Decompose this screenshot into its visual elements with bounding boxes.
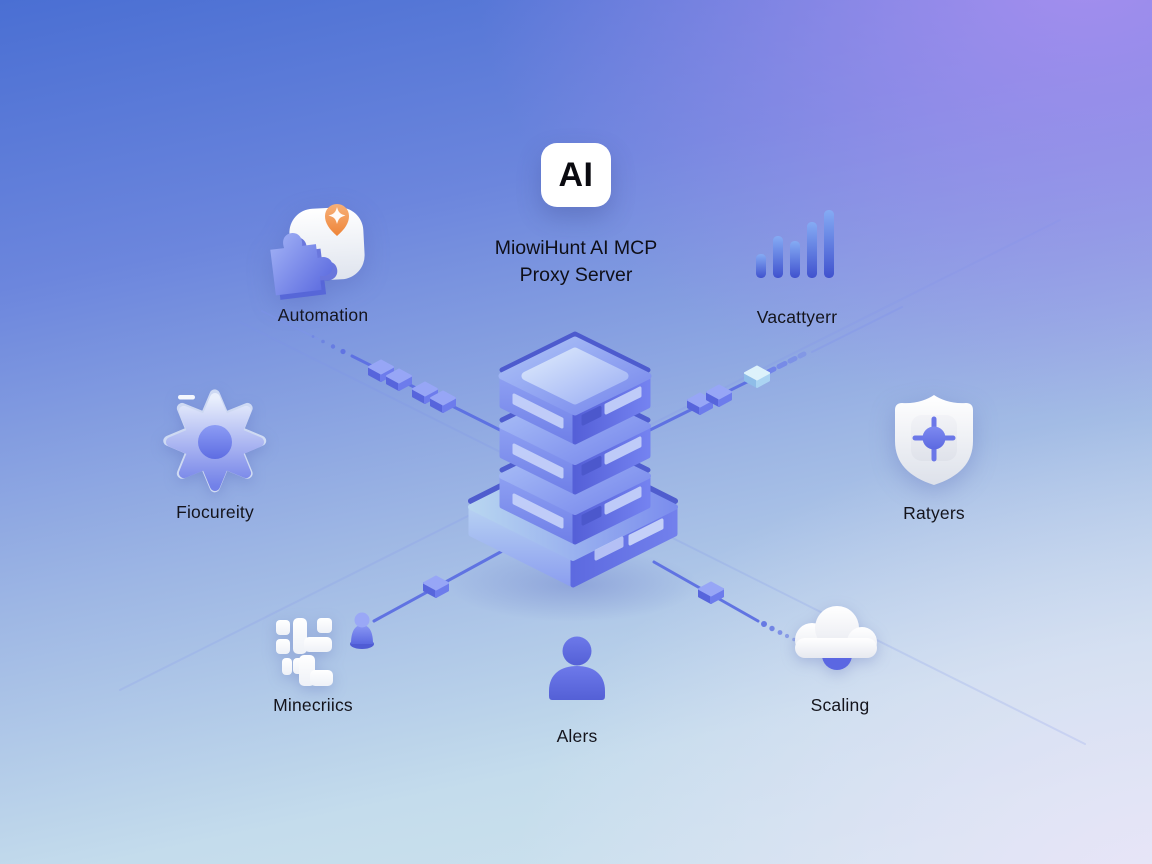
cloud-icon [795, 606, 877, 670]
node-metrics: Minecriics [238, 610, 388, 716]
sparkle-badge-icon [325, 204, 349, 236]
node-alerts: Alers [502, 630, 652, 747]
node-label: Alers [556, 726, 598, 746]
node-label: Automation [277, 305, 369, 325]
connection-dashes [765, 351, 807, 375]
page-title: MiowiHunt AI MCP Proxy Server [495, 235, 658, 289]
node-scaling: Scaling [765, 600, 915, 716]
gear-sun-icon [163, 389, 267, 493]
node-automation: Automation [248, 192, 398, 326]
node-label: Minecriics [273, 695, 353, 715]
shield-icon [895, 395, 973, 485]
ai-logo: AI [541, 143, 611, 207]
bar-chart-icon [756, 210, 834, 278]
node-label: Vacattyerr [756, 307, 838, 327]
node-label: Scaling [810, 695, 870, 715]
node-label: Ratyers [903, 503, 965, 523]
automation-cube-icon [270, 204, 365, 300]
ai-logo-text: AI [558, 155, 594, 194]
connection-dots [311, 335, 802, 644]
node-security: Fiocureity [140, 385, 290, 523]
server-stack-illustration [468, 331, 678, 588]
pixel-blocks-icon [276, 618, 333, 686]
node-analytics: Vacattyerr [722, 205, 872, 328]
user-icon [549, 636, 605, 700]
page-title-line1: MiowiHunt AI MCP [494, 237, 658, 259]
pawn-marker-icon [350, 612, 374, 649]
header: AI MiowiHunt AI MCP Proxy Server [426, 143, 726, 289]
page-title-line2: Proxy Server [519, 264, 633, 286]
node-protection: Ratyers [859, 383, 1009, 524]
dash-decoration [178, 395, 195, 400]
node-label: Fiocureity [176, 502, 254, 522]
